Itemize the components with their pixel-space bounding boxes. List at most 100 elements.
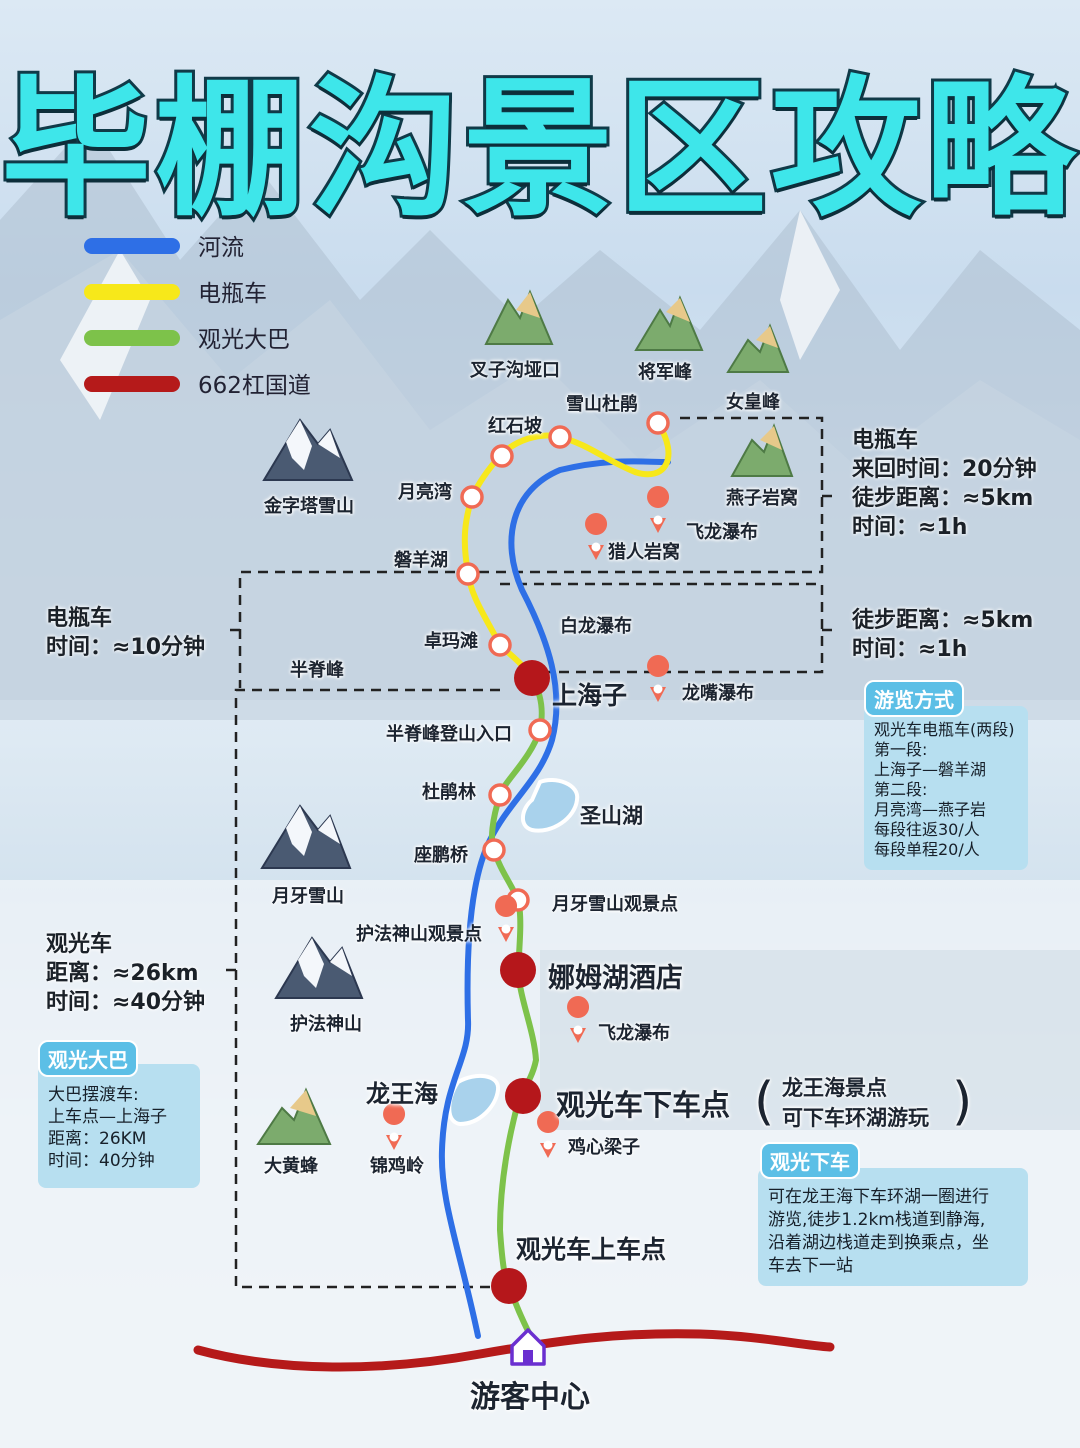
- pin-icon-lieren: [585, 513, 608, 560]
- place-label-shanghaizi: 上海子: [552, 681, 628, 710]
- legend-label-highway: 662杠国道: [198, 373, 311, 399]
- place-label-yueya-view: 月牙雪山观景点: [552, 894, 678, 915]
- node-panyanghu: [456, 562, 480, 586]
- place-label-zuopengqiao: 座鹏桥: [414, 845, 468, 866]
- card-tour-method-line-3: 第二段:: [874, 780, 928, 799]
- node-yueliangwan: [460, 485, 484, 509]
- info-bus-line1: 距离：≈26km: [46, 961, 199, 986]
- card-shuttle-bus-line-1: 上车点—上海子: [48, 1107, 167, 1127]
- legend-swatch-highway: [84, 376, 180, 392]
- section-box-walk: [500, 582, 824, 674]
- info-bus-title: 观光车: [46, 932, 113, 957]
- place-label-jixinliangzi: 鸡心梁子: [568, 1137, 640, 1158]
- place-label-panyanghu: 磐羊湖: [394, 550, 448, 571]
- section-box-bus: [234, 688, 500, 1289]
- place-label-bus-pickup: 观光车上车点: [516, 1235, 667, 1264]
- snow-peak-icon-jinzita: [262, 418, 354, 481]
- note-line-2: 可下车环湖游玩: [782, 1106, 929, 1130]
- pins: [383, 486, 670, 1158]
- node-zuopengqiao: [482, 838, 506, 862]
- note-paren-open: (: [754, 1072, 775, 1132]
- info-bus-line2: 时间：≈40分钟: [46, 990, 206, 1015]
- place-label-shengshanhu: 圣山湖: [580, 804, 643, 828]
- card-shuttle-bus-line-2: 距离：26KM: [48, 1129, 147, 1149]
- info-ebike-lower-line1: 时间：≈10分钟: [46, 635, 206, 660]
- card-tour-method-line-5: 每段往返30/人: [874, 820, 980, 839]
- info-ebike-upper-line2: 徒步距离：≈5km: [852, 486, 1034, 511]
- place-label-hufa-view: 护法神山观景点: [356, 924, 482, 945]
- card-tour-method-line-2: 上海子—磐羊湖: [874, 760, 987, 779]
- info-ebike-upper-title: 电瓶车: [852, 428, 919, 453]
- info-walk-line2: 时间：≈1h: [852, 637, 968, 662]
- card-shuttle-bus-line-0: 大巴摆渡车:: [48, 1085, 139, 1105]
- place-label-namuhu-hotel: 娜姆湖酒店: [548, 963, 683, 994]
- info-walk: 徒步距离：≈5km 时间：≈1h: [852, 606, 1033, 664]
- card-get-off-line-3: 车去下一站: [768, 1256, 853, 1276]
- card-get-off-tag: 观光下车: [760, 1142, 860, 1179]
- note-paren-close: ): [952, 1072, 973, 1132]
- card-tour-method: 观光车电瓶车(两段) 第一段: 上海子—磐羊湖 第二段: 月亮湾—燕子岩 每段往…: [864, 706, 1028, 870]
- place-label-yanziyanwo: 燕子岩窝: [726, 488, 798, 509]
- place-label-visitor-center: 游客中心: [470, 1380, 590, 1415]
- place-label-hufa-shenshan: 护法神山: [290, 1014, 362, 1035]
- node-hongshipo: [548, 425, 572, 449]
- place-label-xueshan-dujuan: 雪山杜鹃: [566, 394, 638, 415]
- card-tour-method-line-0: 观光车电瓶车(两段): [874, 720, 1015, 739]
- place-label-chagou-yakou: 叉子沟垭口: [470, 360, 560, 381]
- place-label-jinzita: 金字塔雪山: [264, 496, 354, 517]
- place-label-hongshipo: 红石坡: [488, 416, 542, 437]
- place-label-dupenglin: 杜鹃林: [422, 782, 476, 803]
- place-label-feilong-bottom: 飞龙瀑布: [598, 1023, 670, 1044]
- place-label-longwanghai: 龙王海: [366, 1080, 438, 1108]
- place-label-yueliangwan: 月亮湾: [398, 482, 452, 503]
- info-bus: 观光车 距离：≈26km 时间：≈40分钟: [46, 930, 205, 1017]
- legend-swatch-bus: [84, 330, 180, 346]
- pin-icon-feilong-bottom: [567, 996, 590, 1043]
- legend-label-ebike: 电瓶车: [198, 281, 267, 307]
- pin-icon-hufa-view: [495, 895, 518, 942]
- place-label-longzui: 龙嘴瀑布: [682, 683, 754, 704]
- card-shuttle-bus: 大巴摆渡车: 上车点—上海子 距离：26KM 时间：40分钟: [38, 1064, 200, 1188]
- snow-peak-icon-hufa: [274, 936, 364, 999]
- legend-swatch-ebike: [84, 284, 180, 300]
- info-ebike-lower-title: 电瓶车: [46, 606, 113, 631]
- card-get-off-line-0: 可在龙王海下车环湖一圈进行: [768, 1187, 989, 1207]
- place-label-dahuangfeng: 大黄蜂: [264, 1156, 318, 1177]
- stop-marker-shanghaizi: [514, 660, 550, 696]
- info-ebike-lower: 电瓶车 时间：≈10分钟: [46, 604, 205, 662]
- place-label-banjifeng-entry: 半脊峰登山入口: [386, 724, 512, 745]
- card-tour-method-line-4: 月亮湾—燕子岩: [874, 800, 987, 819]
- section-box-ebike-upper: [238, 416, 824, 688]
- card-shuttle-bus-tag: 观光大巴: [38, 1040, 138, 1077]
- card-tour-method-line-6: 每段单程20/人: [874, 840, 980, 859]
- pin-icon-jinjiling: [383, 1102, 406, 1150]
- card-tour-method-line-1: 第一段:: [874, 740, 928, 759]
- pin-icon-jixinliang: [537, 1111, 560, 1158]
- card-get-off-line-2: 沿着湖边栈道走到换乘点，坐: [768, 1233, 989, 1253]
- page-title: 毕棚沟景区攻略: [0, 60, 1079, 240]
- info-walk-line1: 徒步距离：≈5km: [852, 608, 1034, 633]
- node-banjifeng-entry: [528, 718, 552, 742]
- place-label-jinjiling: 锦鸡岭: [370, 1156, 424, 1177]
- info-ebike-upper: 电瓶车 来回时间：20分钟 徒步距离：≈5km 时间：≈1h: [852, 426, 1037, 542]
- stop-marker-bus-pickup: [491, 1268, 527, 1304]
- ebike-route-line: [461, 420, 672, 681]
- legend-label-bus: 观光大巴: [198, 327, 290, 353]
- legend-label-river: 河流: [198, 235, 244, 261]
- card-get-off: 可在龙王海下车环湖一圈进行 游览,徒步1.2km栈道到静海, 沿着湖边栈道走到换…: [758, 1168, 1028, 1286]
- info-ebike-upper-line1: 来回时间：20分钟: [852, 457, 1037, 482]
- green-peak-icon-jiangjun: [634, 295, 704, 351]
- note-line-1: 龙王海景点: [782, 1076, 887, 1100]
- pin-icon-longzui: [647, 655, 670, 702]
- node-zhuomatan: [488, 633, 512, 657]
- shengshan-lake: [521, 778, 580, 833]
- card-get-off-line-1: 游览,徒步1.2km栈道到静海,: [768, 1210, 986, 1230]
- green-peak-icon-yanziyan: [730, 423, 794, 477]
- stop-marker-bus-dropoff: [505, 1078, 541, 1114]
- stop-marker-namuhu-hotel: [500, 952, 536, 988]
- visitor-center-icon: [510, 1328, 546, 1366]
- place-label-feilong-top: 飞龙瀑布: [686, 522, 758, 543]
- place-label-banjifeng: 半脊峰: [290, 660, 344, 681]
